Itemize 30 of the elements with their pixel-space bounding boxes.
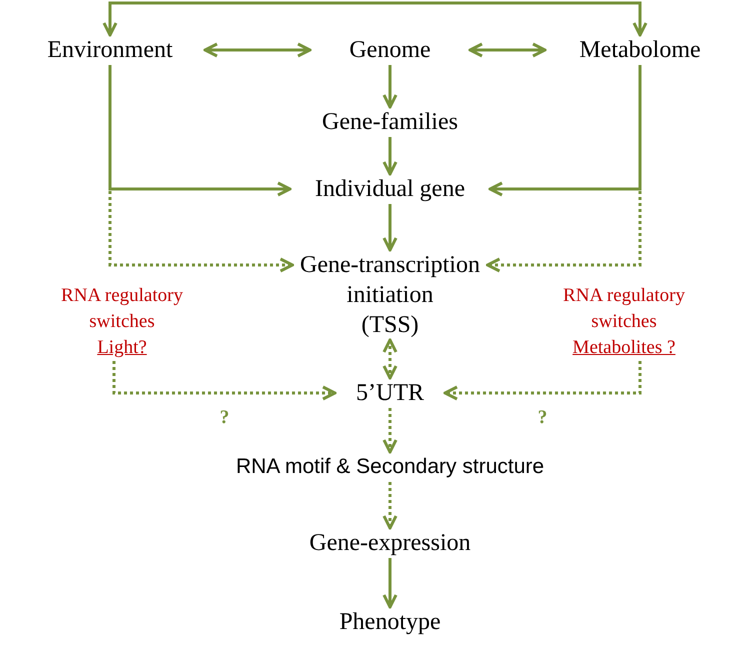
arrow xyxy=(382,204,398,252)
arrow xyxy=(108,65,292,196)
node-text: RNA motif & Secondary structure xyxy=(200,452,580,482)
node-text: Genome xyxy=(310,35,470,65)
note-heading: RNA regulatory switches xyxy=(562,284,686,334)
node-text: Individual gene xyxy=(290,174,490,204)
dotted-arrow xyxy=(382,338,398,380)
node-text: 5’UTR xyxy=(335,378,445,408)
arrow xyxy=(204,42,312,58)
dotted-arrow xyxy=(486,65,642,272)
note-text: Metabolites ? xyxy=(572,336,676,360)
node-text: Gene-expression xyxy=(290,528,490,558)
node-text: Metabolome xyxy=(545,35,735,65)
arrow xyxy=(382,137,398,176)
dotted-arrow xyxy=(382,482,398,530)
note-text: Light? xyxy=(96,336,148,360)
dotted-arrow xyxy=(444,361,642,400)
node-text: Gene-transcription initiation (TSS) xyxy=(292,250,488,340)
arrow xyxy=(488,65,642,196)
arrow xyxy=(382,65,398,108)
dotted-arrow xyxy=(112,361,336,400)
arrow xyxy=(102,2,648,36)
node-text: Gene-families xyxy=(305,107,475,137)
note-heading: RNA regulatory switches xyxy=(60,284,184,334)
node-text: Phenotype xyxy=(310,607,470,637)
dotted-arrow xyxy=(108,65,294,272)
node-text: Environment xyxy=(15,35,205,65)
arrow xyxy=(382,558,398,608)
arrow xyxy=(468,42,546,58)
dotted-arrow xyxy=(382,408,398,454)
